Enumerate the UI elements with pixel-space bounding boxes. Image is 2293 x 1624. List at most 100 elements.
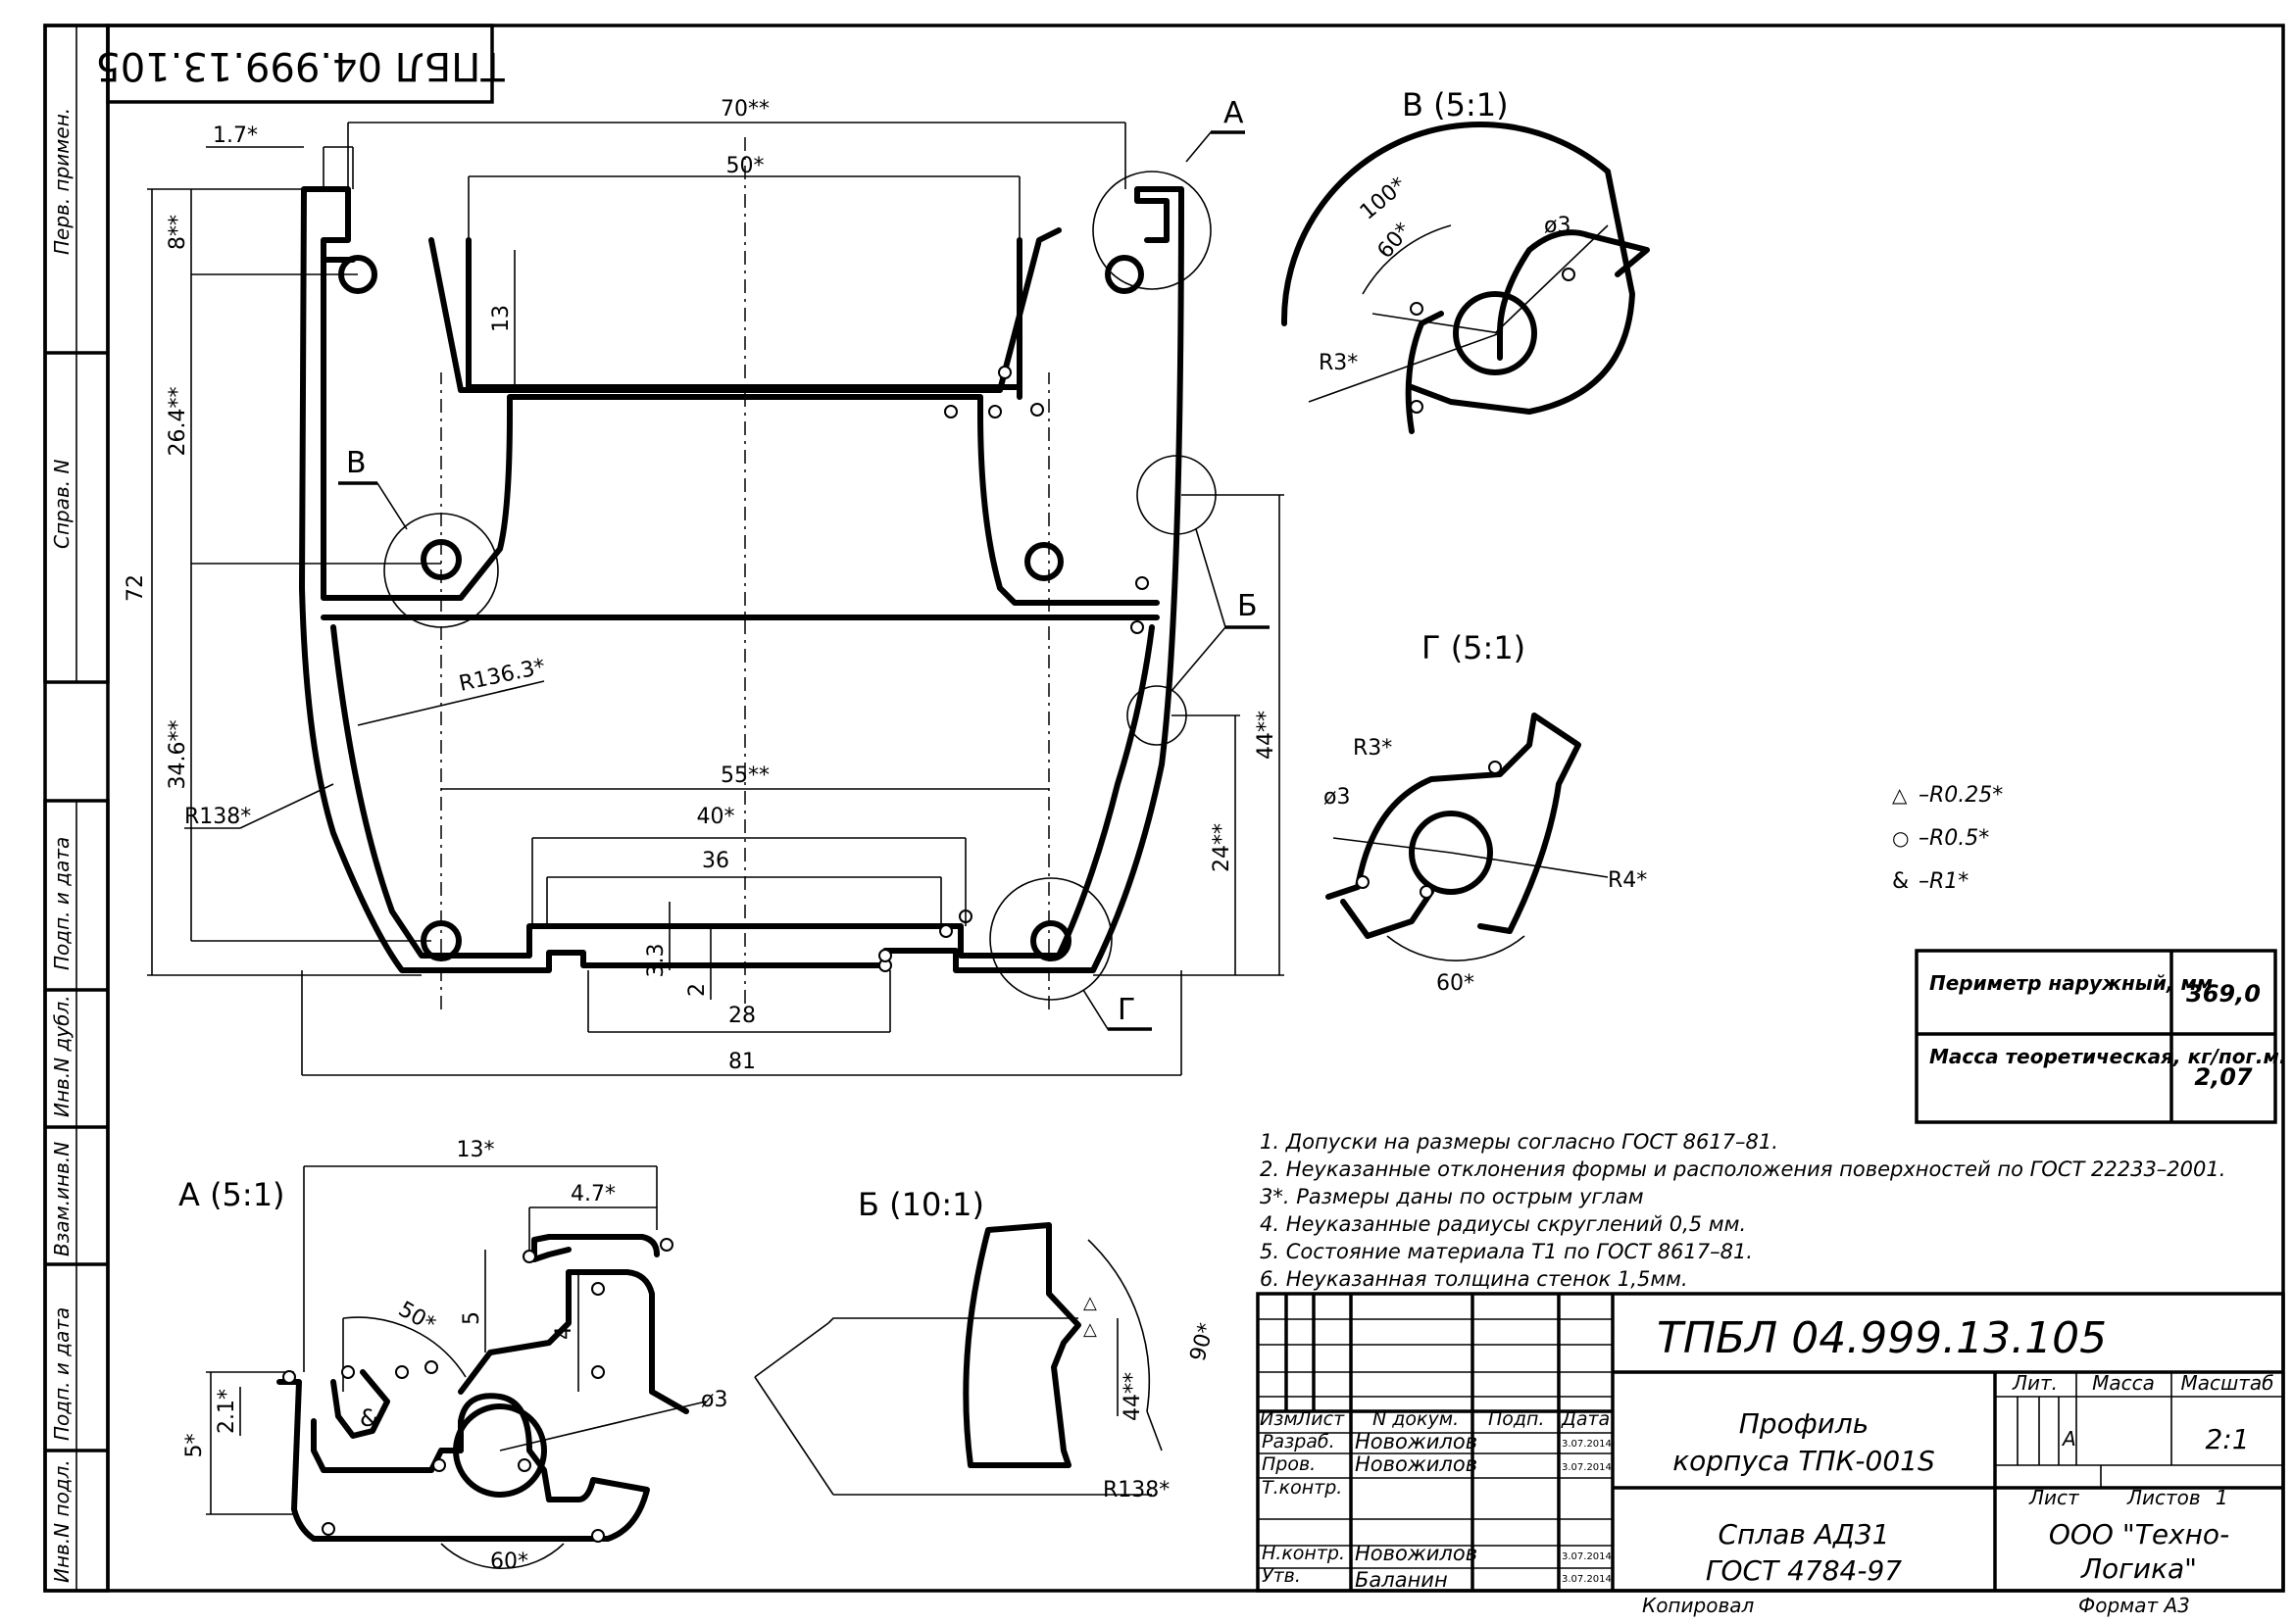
perimeter-label: Периметр наружный, мм <box>1929 971 2213 995</box>
detail-g-dim-r3: R3* <box>1353 736 1392 761</box>
tkontr-label: Т.контр. <box>1262 1477 1342 1499</box>
detail-a-dim-4-7: 4.7* <box>571 1182 616 1206</box>
properties-table: Периметр наружный, мм 369,0 Масса теорет… <box>1915 949 2286 1124</box>
detail-a-dim-5b: 5* <box>182 1434 207 1458</box>
utv-name: Баланин <box>1355 1568 1448 1592</box>
utv-label: Утв. <box>1262 1565 1301 1587</box>
profile-outer-contour <box>299 186 1184 973</box>
note-4: 4. Неуказанные радиусы скруглений 0,5 мм… <box>1260 1212 1746 1236</box>
razrab-name: Новожилов <box>1355 1430 1477 1453</box>
utv-date: 3.07.2014 <box>1562 1574 1612 1585</box>
legend-item-r1: & –R1* <box>1892 869 1969 894</box>
detail-b-dim-90: 90* <box>1186 1320 1220 1363</box>
detail-g-title: Г (5:1) <box>1421 629 1525 666</box>
listov-label: Листов <box>2126 1486 2201 1509</box>
legend-item-r05: ○ –R0.5* <box>1892 826 1989 851</box>
hdr-izm: Изм <box>1260 1408 1298 1430</box>
strip-podp-data-2: Подп. и дата <box>50 1307 74 1441</box>
dim-34-6: 34.6** <box>166 720 190 790</box>
list-label: Лист <box>2028 1486 2080 1509</box>
detail-v: В (5:1) 100* 60* ø3 R3* <box>1280 86 1650 434</box>
material-line2: ГОСТ 4784-97 <box>1706 1554 1902 1587</box>
detail-v-dim-d3: ø3 <box>1544 214 1570 238</box>
dim-28: 28 <box>728 1004 756 1028</box>
dim-36: 36 <box>702 849 729 873</box>
note-1: 1. Допуски на размеры согласно ГОСТ 8617… <box>1260 1130 1778 1154</box>
dim-2: 2 <box>685 983 710 997</box>
prov-name: Новожилов <box>1355 1452 1477 1476</box>
profile-inner-walls <box>321 227 1160 959</box>
callout-label-a: А <box>1223 96 1244 130</box>
detail-g-dim-r4: R4* <box>1608 868 1647 893</box>
detail-v-title: В (5:1) <box>1402 86 1509 123</box>
dim-13: 13 <box>489 305 514 332</box>
callout-label-b: Б <box>1237 589 1258 623</box>
detail-a-dim-13: 13* <box>457 1138 495 1162</box>
dim-55: 55** <box>721 763 770 788</box>
strip-perv-primen: Перв. примен. <box>50 108 74 255</box>
dim-44: 44** <box>1254 711 1278 760</box>
triangle-mark: △ <box>1083 1293 1097 1313</box>
detail-b-title: Б (10:1) <box>858 1186 984 1223</box>
legend-text: –R1* <box>1919 869 1969 894</box>
listov-value: 1 <box>2216 1486 2228 1509</box>
lit-label: Лит. <box>2012 1371 2058 1395</box>
dim-81: 81 <box>728 1050 756 1074</box>
nkontr-date: 3.07.2014 <box>1562 1551 1612 1562</box>
detail-a-amp: & <box>360 1404 378 1432</box>
technical-notes: 1. Допуски на размеры согласно ГОСТ 8617… <box>1260 1130 2225 1291</box>
hdr-ndokum: N докум. <box>1372 1408 1459 1430</box>
mass-value: 2,07 <box>2194 1063 2253 1091</box>
detail-v-dim-60: 60* <box>1372 219 1416 264</box>
detail-a-dim-60: 60* <box>490 1550 528 1574</box>
title-name-line1: Профиль <box>1739 1407 1869 1440</box>
dim-3-3: 3.3 <box>644 944 669 978</box>
legend-symbol: & <box>1892 869 1909 894</box>
kopiroval-label: Копировал <box>1642 1594 1754 1617</box>
detail-g-dim-d3: ø3 <box>1323 785 1350 810</box>
detail-b: Б (10:1) △ △ 90* 44** R138* <box>754 1186 1220 1502</box>
main-profile-view: А В Б Г <box>124 96 1284 1076</box>
callout-label-v: В <box>346 446 367 480</box>
title-code: ТПБЛ 04.999.13.105 <box>1657 1313 2107 1363</box>
razrab-label: Разраб. <box>1262 1431 1335 1452</box>
hdr-list: Лист <box>1296 1408 1345 1430</box>
org-line1: ООО "Техно- <box>2049 1518 2229 1550</box>
callout-circle-a <box>1092 171 1212 290</box>
nkontr-name: Новожилов <box>1355 1542 1477 1565</box>
dim-50: 50* <box>726 154 765 178</box>
detail-a-dim-4: 4 <box>552 1326 576 1340</box>
radius-legend: △ –R0.25* ○ –R0.5* & –R1* <box>1892 783 2003 894</box>
detail-b-dim-r138: R138* <box>1103 1478 1170 1502</box>
dim-24: 24** <box>1210 823 1234 872</box>
razrab-date: 3.07.2014 <box>1562 1439 1612 1450</box>
detail-a-dim-50: 50* <box>394 1298 439 1338</box>
rotated-code-box <box>106 24 494 104</box>
detail-b-dim-44: 44** <box>1121 1372 1145 1421</box>
format-label: Формат А3 <box>2078 1594 2190 1617</box>
masshtab-value: 2:1 <box>2205 1423 2249 1455</box>
detail-v-dim-r3: R3* <box>1319 351 1358 375</box>
detail-g-dim-60: 60* <box>1436 971 1474 996</box>
dim-8: 8** <box>166 215 190 250</box>
callout-circle-v <box>383 513 499 628</box>
note-3: 3*. Размеры даны по острым углам <box>1260 1185 1644 1208</box>
dim-72: 72 <box>124 574 148 602</box>
dim-26-4: 26.4** <box>166 387 190 457</box>
rotated-drawing-number: ТПБЛ 04.999.13.105 <box>95 43 505 88</box>
strip-inv-n-podl: Инв.N подл. <box>50 1459 74 1583</box>
nkontr-label: Н.контр. <box>1262 1543 1345 1564</box>
prov-date: 3.07.2014 <box>1562 1462 1612 1473</box>
dim-1-7: 1.7* <box>213 123 258 148</box>
hdr-podp: Подп. <box>1488 1408 1545 1430</box>
detail-a-dim-2-1: 2.1* <box>215 1389 239 1434</box>
title-block: Изм Лист N докум. Подп. Дата Разраб. Нов… <box>1256 1292 2285 1593</box>
masshtab-label: Масштаб <box>2180 1371 2273 1395</box>
detail-g: Г (5:1) R3* ø3 R4* 60* <box>1323 629 1647 996</box>
note-5: 5. Состояние материала Т1 по ГОСТ 8617–8… <box>1260 1240 1753 1263</box>
lit-value: А <box>2061 1427 2076 1451</box>
detail-a-title: А (5:1) <box>178 1176 285 1213</box>
legend-symbol: △ <box>1892 783 1908 807</box>
hdr-data: Дата <box>1561 1408 1610 1430</box>
legend-symbol: ○ <box>1892 826 1909 850</box>
